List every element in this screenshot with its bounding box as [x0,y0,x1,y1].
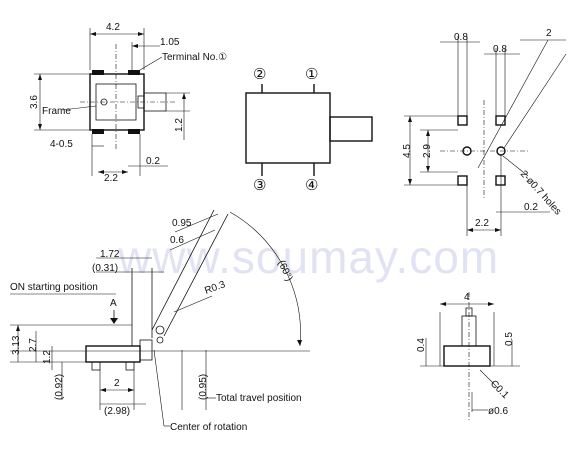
dim-bottom-pitch-r: 2.2 [475,218,489,229]
dim-right-pad: 0.8 [493,44,507,55]
pin-3: ③ [253,177,266,194]
dim-offset: 1.05 [160,37,180,48]
dim-d1: 0.95 [172,218,192,229]
dim-chamfer: C0.1 [488,378,511,401]
on-start-label: ON starting position [10,282,98,293]
dim-inner-height: 2.9 [422,144,433,158]
dim-h4: (0.92) [54,374,65,400]
dim-detail-width: 4 [464,292,470,303]
dim-d3: 1.72 [100,249,120,260]
dim-h3: 1.2 [42,350,53,364]
dim-detail-left: 0.4 [416,338,427,352]
schematic-body [245,92,331,164]
top-left-view: 4.2 1.05 Terminal No.① 3.6 Frame 1.2 4-0… [29,22,227,184]
switch-body-side [85,345,141,363]
dim-holes: 4-0.5 [50,139,73,150]
dim-left-pad: 0.8 [454,32,468,43]
dim-height: 3.6 [29,95,40,109]
dim-d2: 0.6 [170,235,184,246]
terminal-tab [92,70,104,75]
dim-bottom-small: 0.2 [146,156,160,167]
terminal-tab [128,70,140,75]
dim-dia: ø0.6 [488,406,508,417]
arrow-a-label: A [110,298,117,309]
terminal-label: Terminal No.① [162,52,227,63]
pad [457,115,468,126]
dim-right: 1.2 [174,118,185,132]
schematic-view: ② ① ③ ④ [245,66,373,194]
dim-r1: (0.95) [198,374,209,400]
terminal-tab [128,129,140,134]
dim-h1: 3.13 [11,335,22,355]
pad [457,175,468,186]
travel-label: Total travel position [216,393,302,404]
frame-label: Frame [42,106,71,117]
terminal-tab [92,129,104,134]
dim-angle: 2 [546,28,552,39]
dim-w2: (2.98) [104,406,130,417]
side-view: 0.95 0.6 1.72 (0.31) R0.3 (60°) ON start… [10,209,310,433]
pad [495,115,506,126]
dim-h2: 2.7 [28,338,39,352]
detail-body [443,345,491,367]
rotation-arc [229,211,301,347]
top-right-view: 0.8 0.8 2 4.5 2.9 2-ø0.7 holes 2.2 0.2 [402,28,567,236]
dim-width: 4.2 [106,22,120,33]
dim-bottom-small-r: 0.2 [524,202,538,213]
center-label: Center of rotation [170,422,247,433]
dim-detail-right: 0.5 [504,332,515,346]
pin-4: ④ [305,177,318,194]
schematic-actuator [329,116,373,142]
dim-outer-height: 4.5 [402,144,413,158]
lever-rotated [151,209,215,331]
dim-d4: (0.31) [92,263,118,274]
dim-w1: 2 [114,378,120,389]
detail-view: 4 0.4 0.5 C0.1 ø0.6 [416,292,520,420]
pin-2: ② [253,66,266,83]
pin-1: ① [305,66,318,83]
pad [495,175,506,186]
dim-bottom-pitch: 2.2 [104,173,118,184]
detail-plunger [461,315,477,347]
